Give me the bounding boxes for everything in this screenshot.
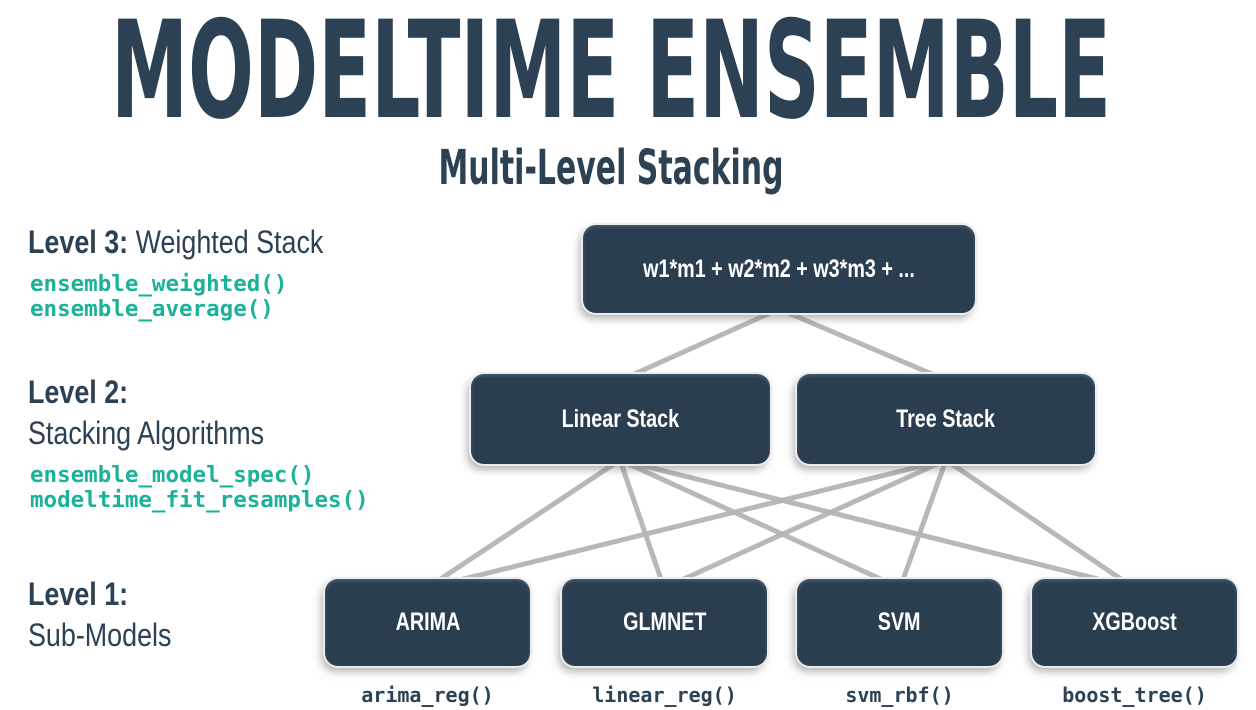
code-line: ensemble_average() (30, 295, 274, 322)
linear-stack-box: Linear Stack (471, 374, 770, 464)
level2-functions: ensemble_model_spec() modeltime_fit_resa… (30, 463, 369, 512)
connector-line (424, 457, 623, 591)
level3-label: Level 3: (28, 224, 129, 260)
arima-box: ARIMA (325, 579, 530, 666)
level2-heading: Level 2: Stacking Algorithms (28, 372, 264, 454)
glmnet-label: GLMNET (622, 608, 707, 636)
level3-heading: Level 3: Weighted Stack (28, 222, 323, 263)
weighted-stack-box: w1*m1 + w2*m2 + w3*m3 + ... (583, 225, 975, 313)
connector-line (776, 306, 949, 383)
level3-title: Weighted Stack (128, 224, 324, 260)
connector-line (618, 306, 782, 383)
svm-label: SVM (878, 608, 921, 636)
arima-label: ARIMA (395, 608, 460, 636)
tree-stack-label: Tree Stack (896, 404, 996, 433)
code-line: ensemble_weighted() (30, 271, 288, 297)
weighted-stack-formula: w1*m1 + w2*m2 + w3*m3 + ... (643, 254, 915, 283)
connector-line (897, 457, 949, 591)
connector-line (661, 457, 949, 591)
connector-line (617, 457, 903, 591)
connector-line (617, 457, 667, 591)
connector-line (617, 457, 1137, 591)
svm-box: SVM (797, 579, 1002, 666)
level1-heading: Level 1: Sub-Models (28, 574, 171, 656)
level3-functions: ensemble_weighted() ensemble_average() (30, 272, 287, 321)
level2-title: Stacking Algorithms (28, 415, 265, 451)
page-subtitle: Multi-Level Stacking (439, 140, 784, 196)
level1-label: Level 1: (28, 576, 129, 612)
svm-function-caption: svm_rbf() (845, 683, 954, 707)
glmnet-box: GLMNET (562, 579, 767, 666)
level1-title: Sub-Models (28, 617, 172, 653)
xgboost-function-caption: boost_tree() (1062, 683, 1207, 707)
tree-stack-box: Tree Stack (797, 374, 1095, 464)
glmnet-function-caption: linear_reg() (592, 683, 737, 707)
code-line: ensemble_model_spec() (30, 462, 315, 488)
page-title: MODELTIME ENSEMBLE (111, 0, 1111, 149)
connector-line (424, 457, 949, 591)
xgboost-box: XGBoost (1032, 579, 1237, 666)
connector-line (943, 457, 1137, 591)
code-line: modeltime_fit_resamples() (30, 486, 369, 513)
linear-stack-label: Linear Stack (561, 404, 680, 433)
level2-label: Level 2: (28, 374, 129, 410)
xgboost-label: XGBoost (1092, 608, 1177, 636)
arima-function-caption: arima_reg() (361, 683, 494, 707)
header: MODELTIME ENSEMBLE Multi-Level Stacking (111, 0, 1111, 196)
